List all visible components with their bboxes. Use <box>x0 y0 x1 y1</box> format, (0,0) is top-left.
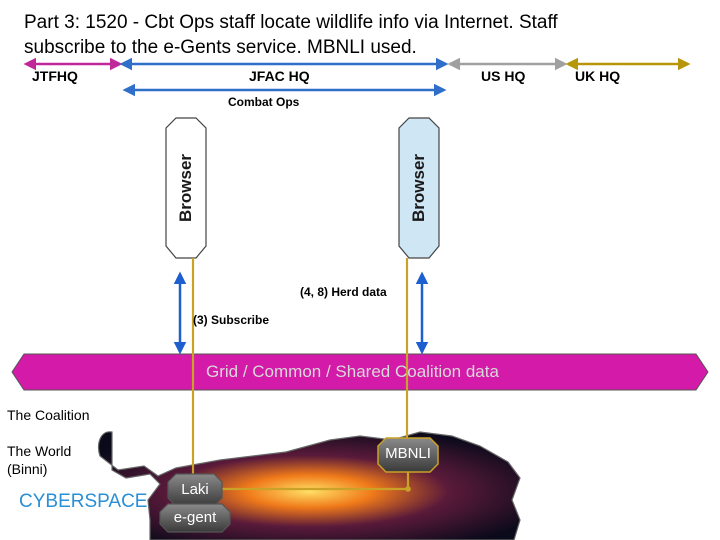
world-label-line2: (Binni) <box>7 461 48 477</box>
coalition-label: The Coalition <box>7 407 90 423</box>
mbnli-link-endpoint <box>405 486 411 492</box>
egent-label: e-gent <box>173 509 217 526</box>
uk-hq-label: UK HQ <box>575 68 621 84</box>
page-title: Part 3: 1520 - Cbt Ops staff locate wild… <box>24 12 558 58</box>
browser-left-shape[interactable] <box>165 117 207 259</box>
browser-right-label: Browser <box>409 153 428 223</box>
grid-bar <box>11 353 709 391</box>
browser-left-label: Browser <box>176 153 195 223</box>
jtfhq-label: JTFHQ <box>32 68 78 84</box>
browser-right-shape[interactable] <box>398 117 440 259</box>
world-label-line1: The World <box>7 443 72 459</box>
us-hq-label: US HQ <box>481 68 526 84</box>
herd-data-label: (4, 8) Herd data <box>300 285 387 299</box>
mbnli-label: MBNLI <box>385 445 431 462</box>
cyberspace-label: CYBERSPACE <box>19 491 148 512</box>
combat-ops-label: Combat Ops <box>228 95 300 109</box>
jfac-hq-label: JFAC HQ <box>249 68 310 84</box>
egent-node[interactable] <box>159 503 231 533</box>
grid-label: Grid / Common / Shared Coalition data <box>206 362 499 381</box>
subscribe-label: (3) Subscribe <box>193 313 270 327</box>
mbnli-node[interactable] <box>377 437 439 473</box>
laki-label: Laki <box>181 481 209 498</box>
laki-node[interactable] <box>167 473 223 507</box>
